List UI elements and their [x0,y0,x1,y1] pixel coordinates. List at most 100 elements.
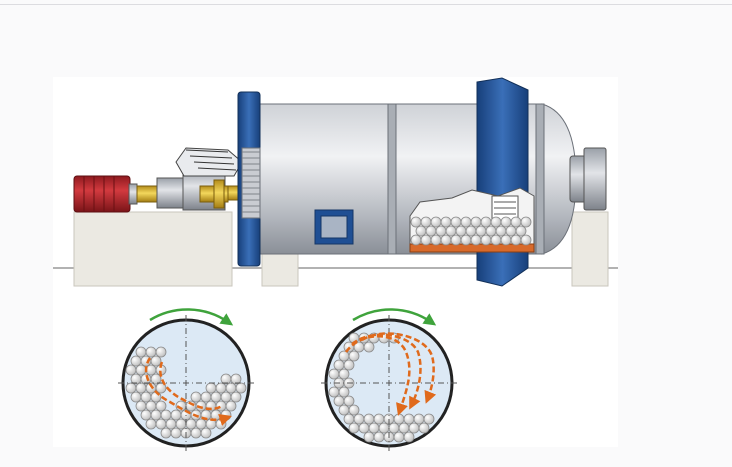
grinding-ball [495,225,507,237]
grinding-ball [338,404,350,416]
grinding-ball [200,427,212,439]
grinding-ball [155,400,167,412]
mill-side-view [53,77,618,287]
grinding-ball [403,431,415,443]
discharge-band [476,77,529,287]
grinding-ball [175,418,187,430]
grinding-ball [343,359,355,371]
grinding-ball [403,413,415,425]
cascade-trajectory-outer [144,357,232,426]
grinding-ball [353,413,365,425]
grinding-ball [135,382,147,394]
grinding-ball [418,422,430,434]
cascade-trajectory-inner [159,361,223,411]
grinding-ball [423,413,435,425]
grinding-ball [338,350,350,362]
grinding-ball [500,216,512,228]
drum-cutaway [409,187,535,253]
grinding-ball [328,368,340,380]
grinding-ball [358,422,370,434]
girth-gear [237,91,261,267]
grinding-ball [505,225,517,237]
grinding-ball [470,216,482,228]
grinding-ball [520,216,532,228]
grinding-ball [215,382,227,394]
grinding-ball [150,409,162,421]
grinding-ball [200,391,212,403]
grinding-ball [328,386,340,398]
grinding-ball [130,355,142,367]
grinding-ball [420,216,432,228]
grinding-ball [140,391,152,403]
grinding-ball [135,364,147,376]
grinding-ball [230,373,242,385]
grinding-ball [413,413,425,425]
grinding-ball [475,225,487,237]
grinding-ball [425,225,437,237]
grinding-ball [230,391,242,403]
rear-bearing-foundation [571,211,609,287]
grinding-ball [205,382,217,394]
rear-trunnion [569,147,607,211]
grinding-ball [408,422,420,434]
grinding-ball [415,225,427,237]
grinding-ball [170,427,182,439]
grinding-ball [145,418,157,430]
rotation-arrow [352,308,437,326]
grinding-ball [150,373,162,385]
grinding-ball [135,400,147,412]
grinding-ball [195,418,207,430]
grinding-ball [373,413,385,425]
top-divider [0,4,732,5]
grinding-ball [465,225,477,237]
grinding-ball [393,413,405,425]
grinding-ball [348,350,360,362]
grinding-ball [145,400,157,412]
cataract-trajectory-3 [361,332,437,404]
grinding-ball [235,382,247,394]
grinding-ball [338,368,350,380]
grinding-ball [125,382,137,394]
grinding-ball [515,225,527,237]
grinding-ball [343,413,355,425]
grinding-ball [435,225,447,237]
grinding-ball [135,346,147,358]
grinding-ball [338,386,350,398]
grinding-ball [410,234,422,246]
grinding-ball [490,234,502,246]
grinding-ball [393,431,405,443]
grinding-ball [190,427,202,439]
grinding-ball [225,382,237,394]
grinding-ball [510,216,522,228]
grinding-ball [500,234,512,246]
grinding-ball [398,422,410,434]
grinding-ball [333,395,345,407]
rotation-arrow [149,308,234,326]
grinding-ball [160,409,172,421]
grinding-ball [455,225,467,237]
grinding-ball [510,234,522,246]
grinding-ball [450,234,462,246]
grinding-ball [215,400,227,412]
drive-motor [73,175,138,213]
grinding-ball [348,422,360,434]
grinding-ball [333,359,345,371]
grinding-ball [440,216,452,228]
grinding-ball [125,364,137,376]
grinding-ball [363,431,375,443]
grinding-ball [185,418,197,430]
grinding-ball [378,422,390,434]
grinding-ball [440,234,452,246]
grinding-ball [155,418,167,430]
grinding-ball [430,216,442,228]
grinding-ball [460,234,472,246]
grinding-ball [190,391,202,403]
grinding-ball [363,341,375,353]
grinding-ball [430,234,442,246]
grinding-ball [363,413,375,425]
grinding-ball [155,346,167,358]
grinding-ball [450,216,462,228]
grinding-ball [170,409,182,421]
grinding-ball [445,225,457,237]
